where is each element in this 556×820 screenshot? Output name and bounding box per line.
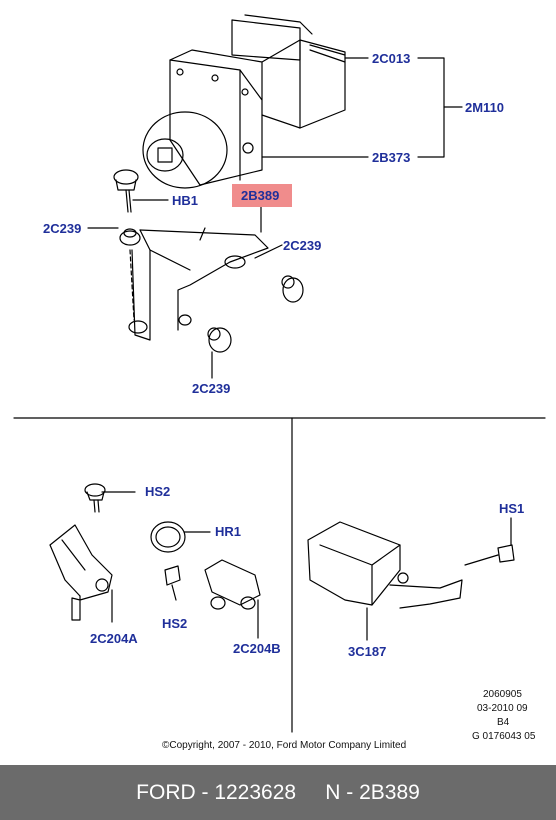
label-2c204a: 2C204A: [90, 631, 138, 646]
label-2c239-right: 2C239: [283, 238, 322, 253]
abs-module-drawing: [142, 14, 346, 189]
label-2c013: 2C013: [372, 51, 411, 66]
footer-gap: N -: [296, 780, 360, 804]
meta-line4: G 0176043 05: [472, 731, 536, 742]
label-hs2-bottom: HS2: [162, 616, 188, 631]
copyright-text: ©Copyright, 2007 - 2010, Ford Motor Comp…: [162, 740, 407, 751]
label-hb1: HB1: [172, 193, 199, 208]
footer-brand: FORD: [136, 780, 196, 804]
meta-line3: B4: [497, 717, 510, 728]
meta-line2: 03-2010 09: [477, 703, 528, 714]
sensor-3c187-drawing: [307, 517, 515, 641]
meta-line1: 2060905: [483, 689, 522, 700]
parts-diagram: [13, 14, 546, 733]
label-2c204b: 2C204B: [233, 641, 281, 656]
label-2m110: 2M110: [465, 100, 505, 115]
sensor-2c204a-drawing: [49, 483, 136, 623]
grommets-drawing: [119, 228, 304, 353]
footer-bar: FORD - 1223628 N - 2B389: [0, 765, 556, 820]
label-2c239-left: 2C239: [43, 221, 82, 236]
label-hr1: HR1: [215, 524, 242, 539]
footer-sep1: -: [195, 780, 215, 804]
label-2c239-bottom: 2C239: [192, 381, 231, 396]
footer-part-number: 1223628: [214, 780, 297, 804]
bracket-drawing: [128, 227, 269, 341]
label-2b373: 2B373: [372, 150, 411, 165]
label-3c187: 3C187: [348, 644, 387, 659]
footer-n-code: 2B389: [359, 780, 420, 804]
bolt-hb1-drawing: [113, 169, 139, 213]
label-hs1: HS1: [499, 501, 525, 516]
label-2b389: 2B389: [241, 188, 280, 203]
sensor-2c204b-drawing: [150, 521, 261, 639]
highlight-2b389: [232, 184, 292, 207]
label-hs2-top: HS2: [145, 484, 171, 499]
